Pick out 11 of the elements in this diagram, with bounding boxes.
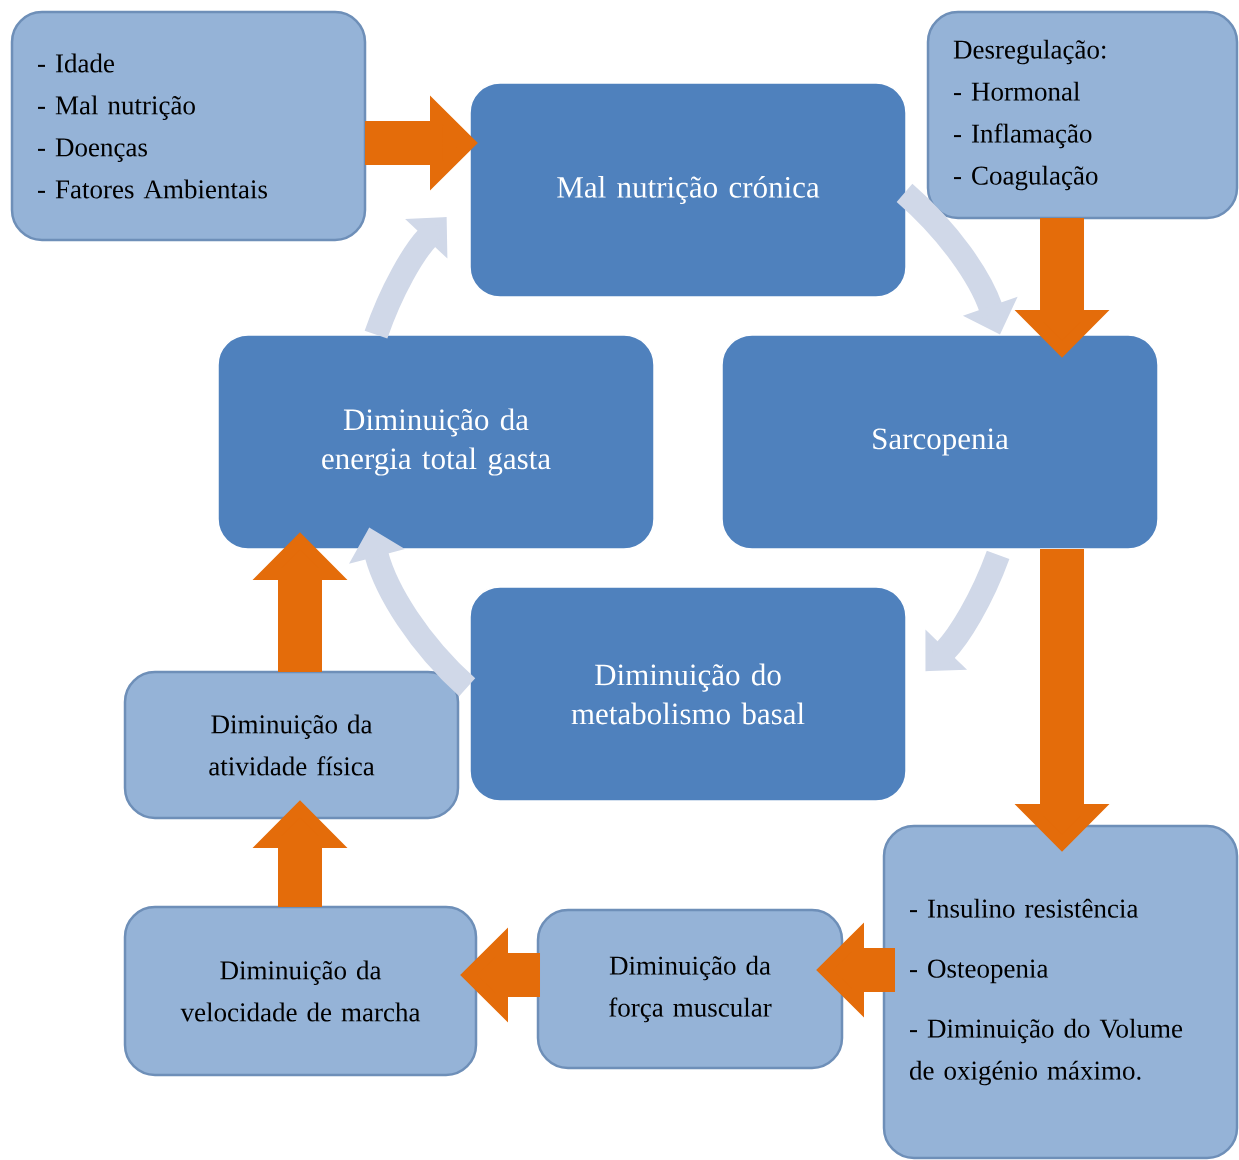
cycle-box: Diminuição do metabolismo basal [469,586,907,802]
text-box: Diminuição da velocidade de marcha [123,905,478,1077]
text-box: Diminuição da atividade física [123,670,460,820]
curved-arrow [364,217,448,339]
cycle-box: Mal nutrição crónica [469,82,907,298]
text-box: Desregulação: - Hormonal - Inflamação - Coagulação [926,10,1239,220]
cycle-box: Diminuição da energia total gasta [217,334,655,550]
cycle-box: Sarcopenia [721,334,1159,550]
text-box: Diminuição da força muscular [536,908,844,1070]
text-box: - Insulino resistência - Osteopenia - Diminuição do Volume de oxigénio máximo. [882,824,1239,1160]
text-box: - Idade - Mal nutrição - Doenças - Fatores Ambientais [10,10,367,242]
